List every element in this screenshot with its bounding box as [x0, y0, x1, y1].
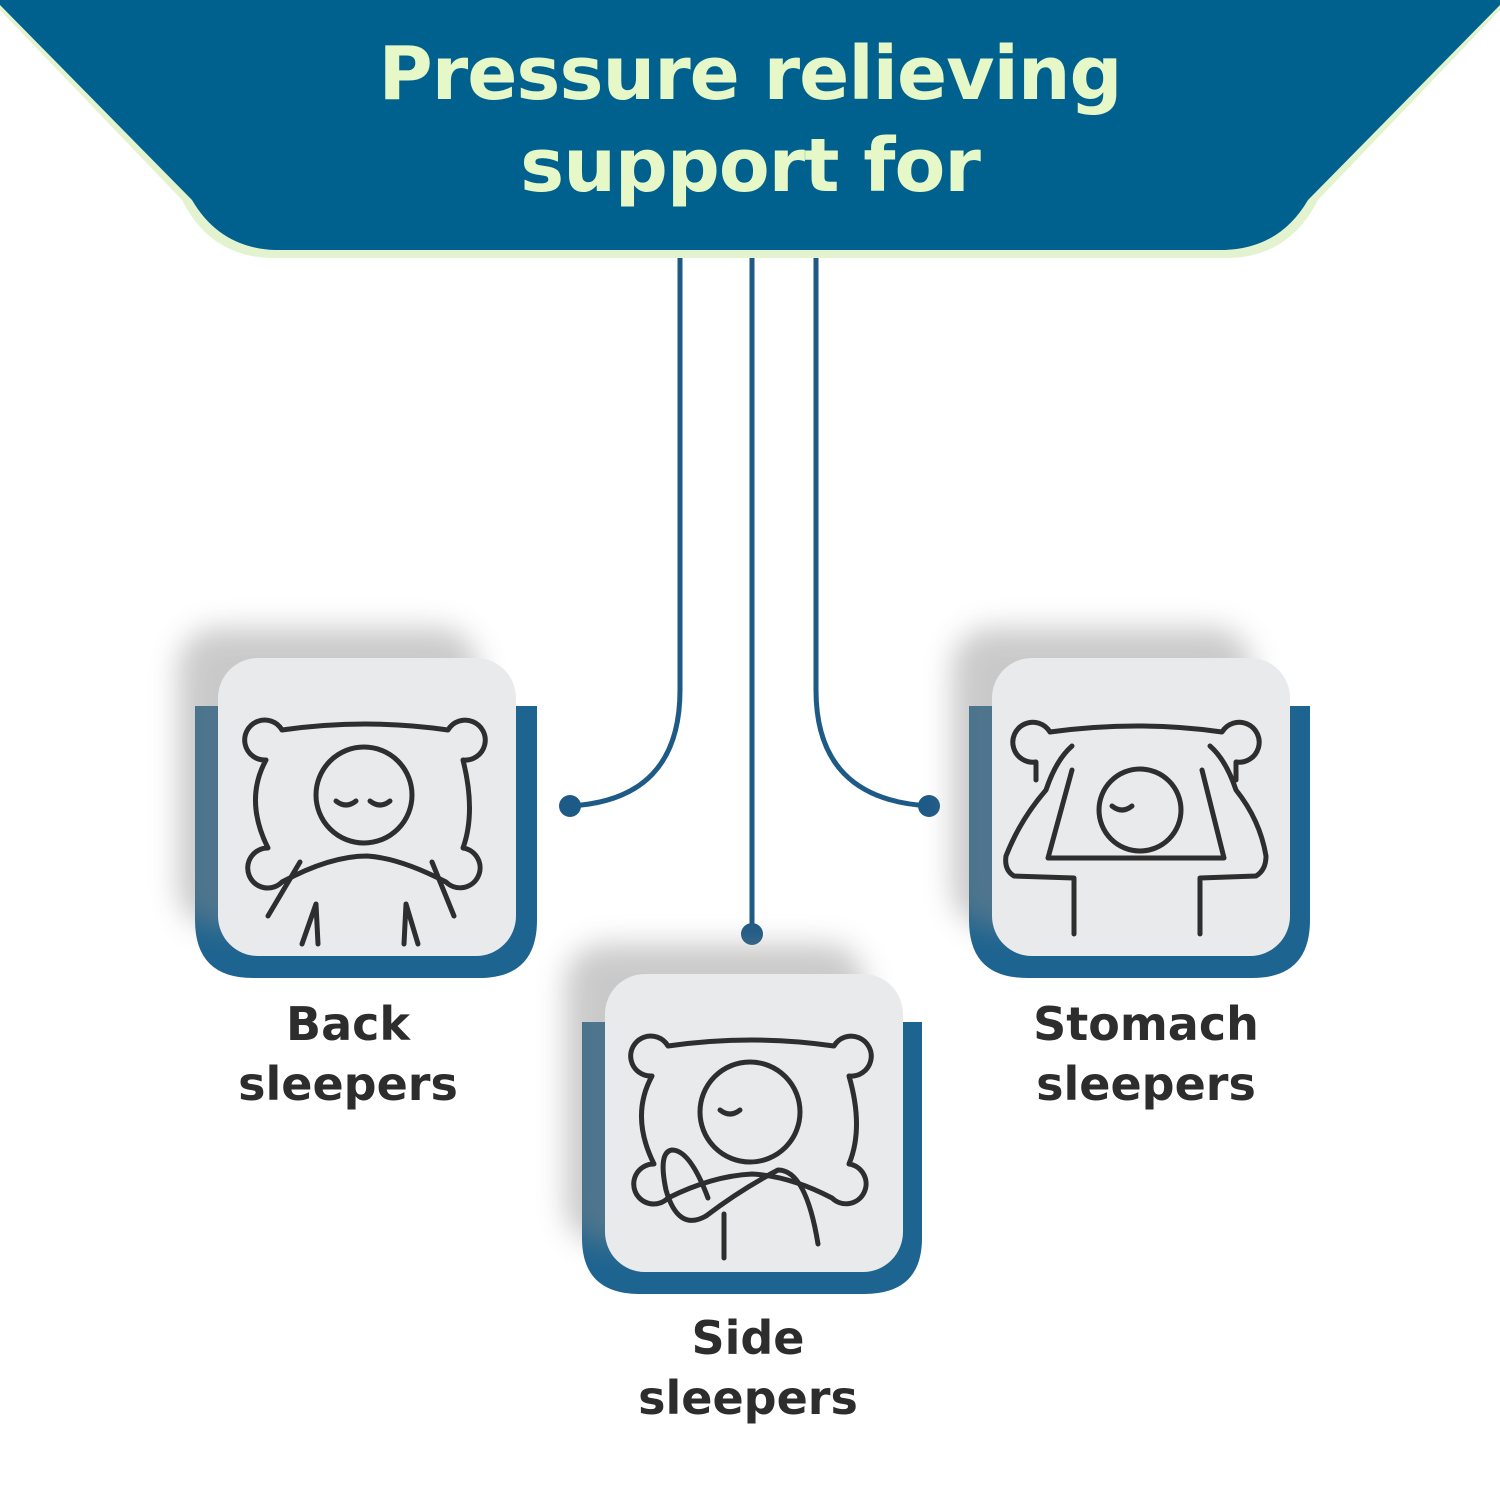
- label-stomach-line2: sleepers: [1036, 1057, 1256, 1111]
- label-back-line2: sleepers: [238, 1057, 458, 1111]
- card-back-sleepers: [178, 628, 537, 978]
- card-side-sleepers: [565, 944, 922, 1294]
- label-stomach-sleepers: Stomach sleepers: [966, 994, 1326, 1114]
- connector-dot-back: [559, 795, 581, 817]
- label-side-line1: Side: [691, 1311, 805, 1365]
- connector-stomach: [813, 258, 931, 809]
- connector-lines: [569, 258, 931, 934]
- back-sleeper-icon: [242, 717, 488, 947]
- page-title-line1: Pressure relieving: [378, 31, 1123, 117]
- connector-back: [569, 258, 683, 809]
- header-banner: [0, 0, 1500, 258]
- connector-dot-stomach: [918, 795, 940, 817]
- banner-body: [0, 0, 1500, 250]
- label-stomach-line1: Stomach: [1033, 997, 1259, 1051]
- label-side-line2: sleepers: [638, 1371, 858, 1425]
- label-side-sleepers: Side sleepers: [568, 1308, 928, 1428]
- label-back-line1: Back: [286, 997, 410, 1051]
- page-title: Pressure relieving support for: [0, 28, 1500, 212]
- connector-dots: [559, 795, 940, 945]
- card-stomach-sleepers: [952, 628, 1310, 978]
- connector-dot-side: [741, 923, 763, 945]
- stomach-sleeper-icon: [1003, 719, 1269, 937]
- side-sleeper-icon: [628, 1033, 874, 1261]
- label-back-sleepers: Back sleepers: [168, 994, 528, 1114]
- page-title-line2: support for: [520, 123, 981, 209]
